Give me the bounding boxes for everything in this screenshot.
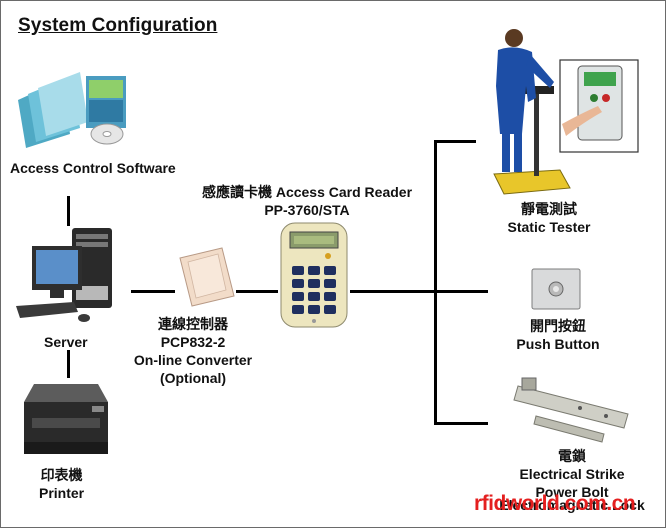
connector-converter-reader: [236, 290, 278, 293]
electric-lock-image: [513, 377, 629, 443]
push-button-image: [531, 268, 581, 310]
connector-software-server: [67, 196, 70, 226]
electric-lock-label: 電鎖 Electrical Strike Power Bolt Electrom…: [488, 447, 656, 514]
card-reader-label-line1: 感應讀卡機 Access Card Reader: [201, 184, 413, 200]
card-reader-model: PP-3760/STA: [264, 202, 350, 218]
lock-label-zh: 電鎖: [558, 448, 586, 464]
static-tester-label: 靜電測試 Static Tester: [504, 200, 594, 236]
printer-image: [24, 384, 108, 454]
converter-optional-note: (Optional): [159, 370, 227, 386]
connector-bus-vertical: [434, 140, 437, 424]
static-tester-label-en: Static Tester: [507, 219, 591, 235]
printer-label: 印表機 Printer: [39, 466, 84, 502]
software-label: Access Control Software: [10, 160, 176, 176]
server-label: Server: [44, 334, 88, 350]
connector-bus-lock: [434, 422, 488, 425]
converter-device-image: [179, 247, 235, 307]
connector-bus-static-tester: [434, 140, 476, 143]
connector-server-printer: [67, 350, 70, 378]
lock-label-line3: Electromagnetic Lock: [499, 497, 645, 513]
printer-label-zh: 印表機: [40, 467, 83, 483]
software-package-image: [18, 72, 126, 148]
card-reader-image: [280, 222, 348, 328]
converter-label-en: On-line Converter: [133, 352, 253, 368]
lock-label-line2: Power Bolt: [535, 484, 609, 500]
static-tester-image: [493, 29, 639, 195]
printer-label-en: Printer: [39, 485, 85, 501]
lock-label-line1: Electrical Strike: [519, 466, 625, 482]
card-reader-label: 感應讀卡機 Access Card Reader PP-3760/STA: [186, 183, 428, 219]
connector-server-converter: [131, 290, 175, 293]
watermark: rfidworld.com.cn: [474, 492, 636, 515]
push-button-label-zh: 開門按鈕: [530, 318, 586, 334]
push-button-label: 開門按鈕 Push Button: [508, 317, 608, 353]
server-computer-image: [16, 228, 112, 322]
push-button-label-en: Push Button: [516, 336, 600, 352]
converter-label: 連線控制器 PCP832-2 On-line Converter (Option…: [124, 315, 262, 387]
connector-bus-push-button: [434, 290, 488, 293]
connector-reader-bus: [350, 290, 436, 293]
static-tester-label-zh: 靜電測試: [521, 201, 577, 217]
diagram-title: System Configuration: [18, 15, 218, 36]
converter-label-zh: 連線控制器: [158, 316, 228, 332]
converter-model: PCP832-2: [160, 334, 226, 350]
